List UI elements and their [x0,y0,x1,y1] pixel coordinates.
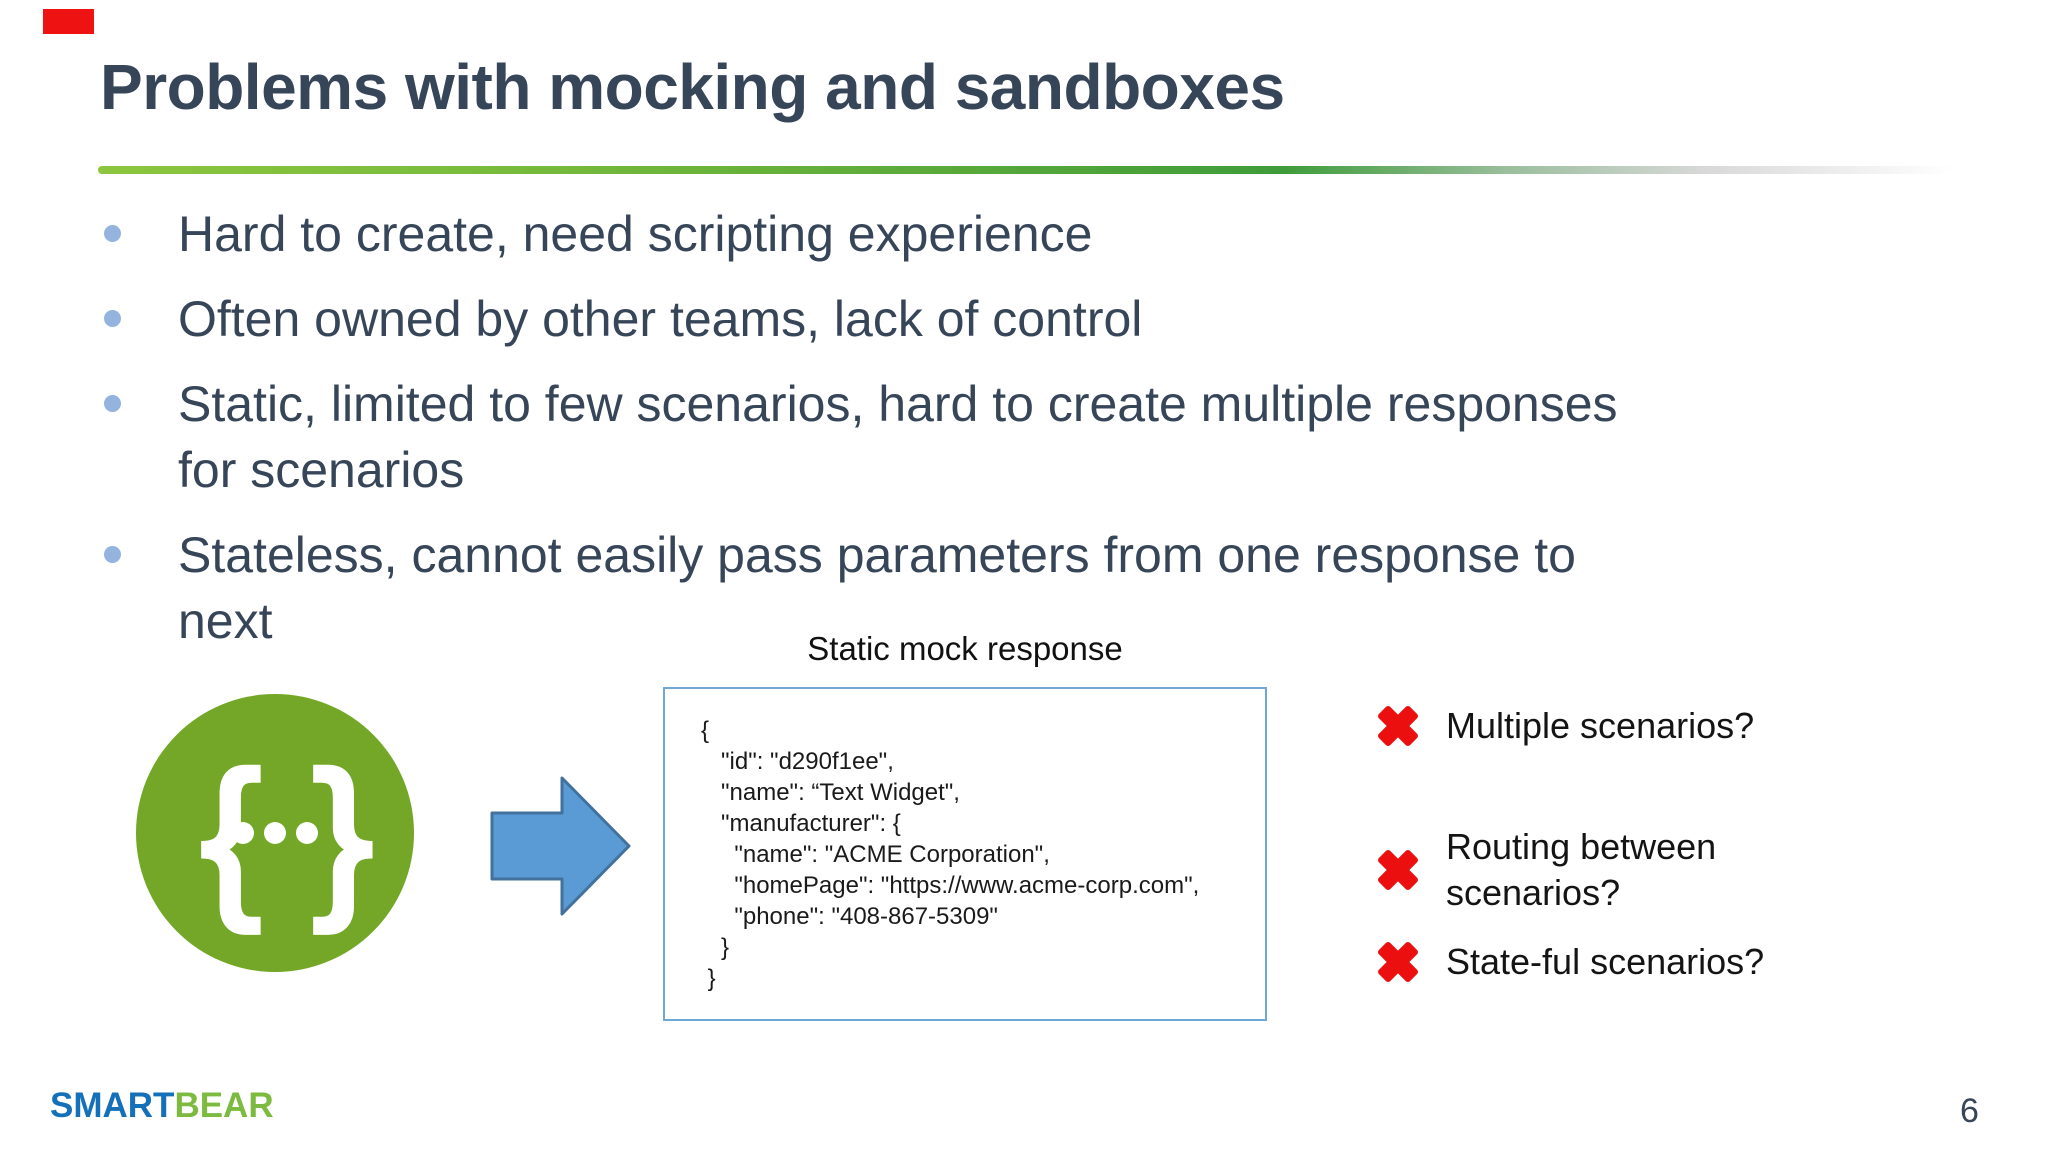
bullet-dot-icon [104,310,121,327]
json-line: "phone": "408-867-5309" [701,903,998,930]
cross-icon [1374,846,1422,894]
json-line: } [701,934,730,961]
swagger-api-icon: { } [136,694,414,972]
issue-label: Routing between scenarios? [1446,826,1717,913]
logo-smart-text: SMART [50,1086,175,1125]
bullet-text: Stateless, cannot easily pass parameters… [178,527,1576,649]
bullet-list: Hard to create, need scripting experienc… [98,201,1928,673]
issue-label: State-ful scenarios? [1446,941,1765,982]
json-line: { [701,717,710,744]
json-line: "manufacturer": { [701,810,901,837]
list-item: Often owned by other teams, lack of cont… [98,286,1928,352]
issue-label: Multiple scenarios? [1446,705,1755,746]
page-number: 6 [1960,1092,1979,1130]
list-item: Static, limited to few scenarios, hard t… [98,371,1928,503]
json-line: "name": "ACME Corporation", [701,841,1050,868]
cross-icon [1374,702,1422,750]
bullet-text: Static, limited to few scenarios, hard t… [178,376,1618,498]
bullet-text: Often owned by other teams, lack of cont… [178,291,1143,347]
json-line: } [701,965,716,992]
smartbear-logo: SMARTBEAR [50,1086,274,1126]
bullet-dot-icon [104,546,121,563]
json-line: "id": "d290f1ee", [701,748,894,775]
json-code: { "id": "d290f1ee", "name": “Text Widget… [701,715,1199,994]
json-line: "homePage": "https://www.acme-corp.com", [701,872,1200,899]
svg-text:}: } [314,738,372,933]
list-item: Hard to create, need scripting experienc… [98,201,1928,267]
slide-title: Problems with mocking and sandboxes [100,51,1285,123]
arrow-right-icon [490,776,631,916]
logo-bear-text: BEAR [174,1086,274,1125]
bullet-dot-icon [104,225,121,242]
cross-icon [1374,938,1422,986]
mock-response-caption: Static mock response [807,630,1123,667]
bullet-text: Hard to create, need scripting experienc… [178,206,1093,262]
bullet-dot-icon [104,395,121,412]
static-mock-response-box: { "id": "d290f1ee", "name": “Text Widget… [663,687,1267,1021]
title-divider [98,166,2011,174]
json-line: "name": “Text Widget", [701,779,960,806]
issue-multiple-scenarios: Multiple scenarios? [1374,702,1754,750]
issue-routing-between-scenarios: Routing between scenarios? [1374,824,1716,916]
recording-indicator [43,9,94,34]
issue-stateful-scenarios: State-ful scenarios? [1374,938,1764,986]
list-item: Stateless, cannot easily pass parameters… [98,522,1928,654]
